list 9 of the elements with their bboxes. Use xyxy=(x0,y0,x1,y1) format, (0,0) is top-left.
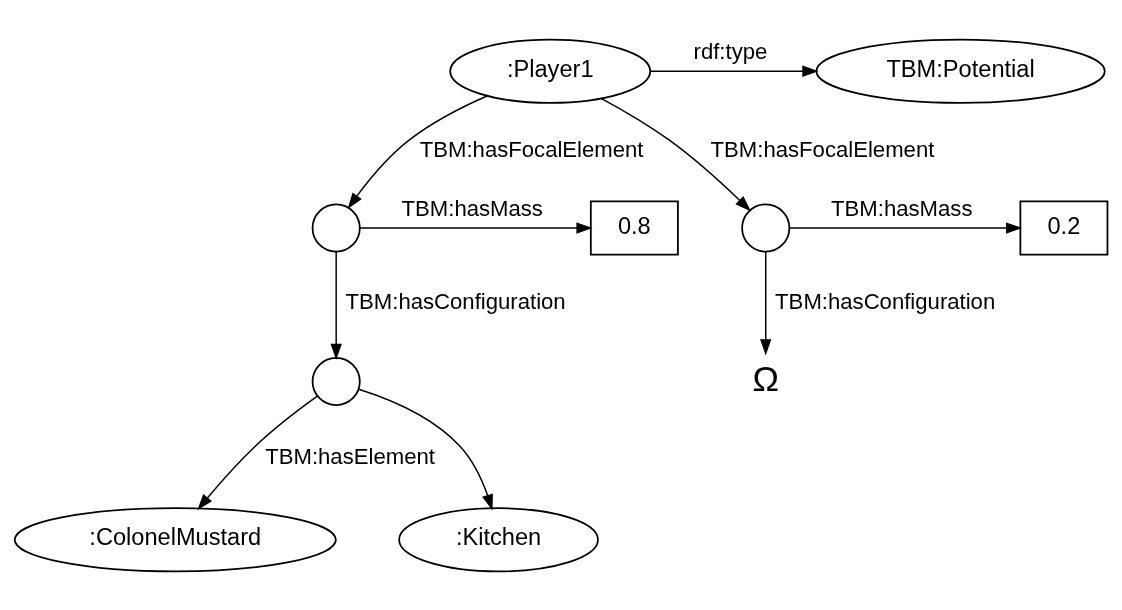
edge-label: TBM:hasMass xyxy=(401,195,543,221)
edge-label: TBM:hasMass xyxy=(831,195,973,221)
node-text: Ω xyxy=(752,358,779,399)
edge-label: TBM:hasConfiguration xyxy=(345,288,566,314)
edge-label: rdf:type xyxy=(693,38,768,64)
edge-label: TBM:hasConfiguration xyxy=(775,288,996,314)
edge-label: TBM:hasElement xyxy=(265,443,435,469)
edge-label: TBM:hasFocalElement xyxy=(710,136,935,162)
edge-label: TBM:hasFocalElement xyxy=(419,136,644,162)
